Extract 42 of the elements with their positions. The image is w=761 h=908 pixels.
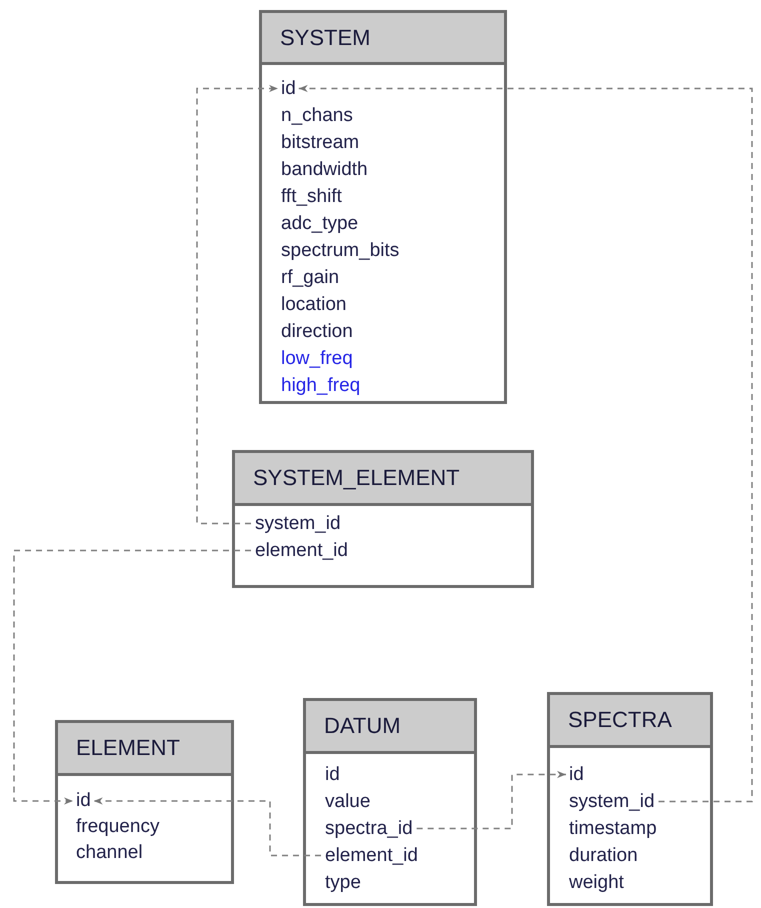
- field-name: bandwidth: [281, 156, 368, 183]
- field-name: spectra_id: [325, 815, 413, 842]
- field-name: id: [325, 761, 340, 788]
- field-name: id: [569, 761, 584, 788]
- table-box: [232, 450, 534, 588]
- field-name: direction: [281, 318, 353, 345]
- field-name: type: [325, 869, 361, 896]
- field-name: low_freq: [281, 345, 353, 372]
- table-header: ELEMENT: [58, 723, 231, 776]
- table-header: DATUM: [306, 701, 474, 754]
- field-name: id: [76, 788, 91, 814]
- field-name: frequency: [76, 814, 160, 840]
- field-name: adc_type: [281, 210, 358, 237]
- field-name: value: [325, 788, 370, 815]
- field-name: spectrum_bits: [281, 237, 400, 264]
- field-name: weight: [569, 869, 624, 896]
- field-name: element_id: [255, 537, 348, 564]
- field-name: bitstream: [281, 129, 360, 156]
- field-name: id: [281, 75, 296, 102]
- connector-arrow: [196, 84, 278, 524]
- field-name: timestamp: [569, 815, 657, 842]
- field-name: location: [281, 291, 346, 318]
- field-name: duration: [569, 842, 638, 869]
- table-box: [303, 698, 477, 906]
- field-name: channel: [76, 840, 143, 866]
- field-name: fft_shift: [281, 183, 342, 210]
- table-header: SPECTRA: [550, 695, 710, 748]
- field-name: system_id: [255, 510, 341, 537]
- table-header: SYSTEM_ELEMENT: [235, 453, 531, 506]
- table-box: [55, 720, 234, 884]
- connector-arrow: [298, 84, 753, 802]
- connector-arrow: [416, 770, 566, 830]
- connector-arrow: [94, 797, 321, 856]
- field-name: element_id: [325, 842, 418, 869]
- table-header: SYSTEM: [262, 13, 504, 65]
- field-name: rf_gain: [281, 264, 340, 291]
- field-name: high_freq: [281, 372, 360, 399]
- table-box: [547, 692, 713, 906]
- field-name: n_chans: [281, 102, 353, 129]
- connector-arrow: [13, 550, 251, 805]
- field-name: system_id: [569, 788, 655, 815]
- table-box: [259, 10, 507, 404]
